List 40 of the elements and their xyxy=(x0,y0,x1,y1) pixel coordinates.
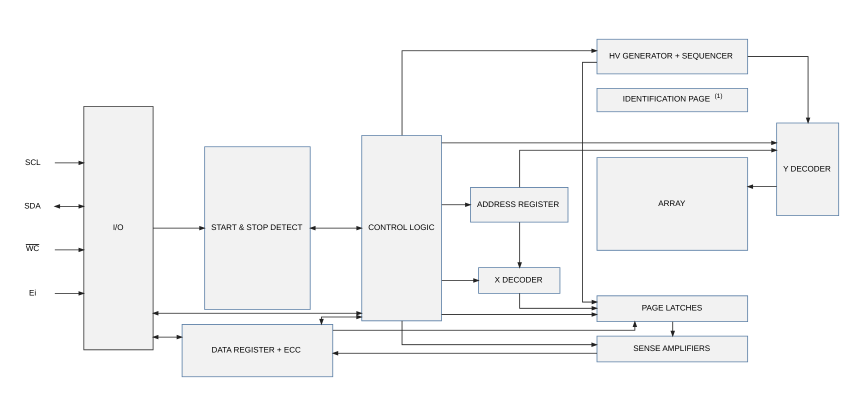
arrow xyxy=(309,226,363,230)
node-box: CONTROL LOGIC xyxy=(361,135,442,322)
arrow xyxy=(519,148,778,188)
arrow xyxy=(441,312,598,317)
arrow xyxy=(670,321,675,338)
arrow xyxy=(402,320,598,347)
arrow xyxy=(152,226,206,230)
arrow xyxy=(152,334,184,340)
arrow xyxy=(582,62,598,304)
node-box: SENSE AMPLIFIERS xyxy=(596,336,748,362)
node-box: Y DECODER xyxy=(776,122,840,216)
node-box: HV GENERATOR + SEQUENCER xyxy=(596,38,748,74)
arrow xyxy=(519,293,598,311)
arrow xyxy=(54,204,85,209)
arrow xyxy=(517,222,522,269)
node-box: PAGE LATCHES xyxy=(596,295,748,322)
arrow xyxy=(441,202,472,208)
node-box: ARRAY xyxy=(596,157,748,251)
node-text: SCL xyxy=(25,158,41,167)
node-box: IDENTIFICATION PAGE $^{(1)}$ xyxy=(596,88,748,112)
arrow xyxy=(54,160,85,166)
node-text: Ei xyxy=(29,288,36,298)
arrow xyxy=(54,291,85,296)
arrow xyxy=(332,351,598,356)
node-box: X DECODER xyxy=(478,267,560,294)
node-box: START & STOP DETECT xyxy=(204,146,311,310)
node-box: I/O xyxy=(83,106,154,350)
arrow xyxy=(746,184,778,189)
node-box: DATA REGISTER + ECC xyxy=(182,324,334,378)
node-box: ADDRESS REGISTER xyxy=(470,187,568,222)
node-text: WC xyxy=(26,244,40,254)
node-text: SDA xyxy=(24,201,41,210)
arrow xyxy=(332,320,638,331)
arrow xyxy=(441,278,480,283)
arrow xyxy=(441,140,778,146)
arrow xyxy=(319,314,363,326)
arrow xyxy=(402,48,598,136)
arrow xyxy=(152,311,363,316)
arrow xyxy=(54,248,85,252)
arrow xyxy=(747,56,810,124)
